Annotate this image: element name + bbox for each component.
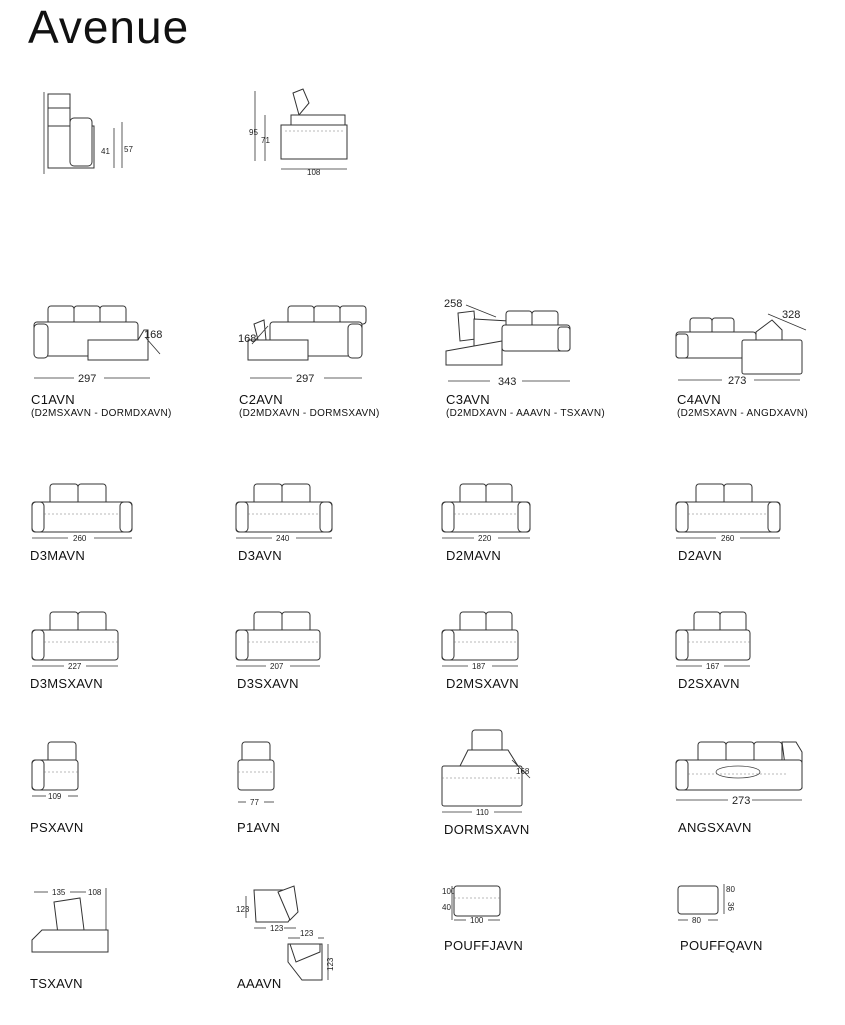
item-code: D3SXAVN	[237, 676, 299, 691]
dim-width: 227	[68, 662, 82, 671]
dim-depth: 80	[726, 885, 735, 894]
sofa-diagram-p1avn: 77	[237, 741, 275, 807]
dim-width: 343	[498, 376, 516, 388]
sofa-diagram-c3avn: 258 343	[444, 298, 571, 388]
dim-width: 167	[706, 662, 720, 671]
sofa-diagram-dormsxavn: 168 110	[441, 729, 531, 817]
dim-width: 110	[476, 808, 489, 817]
dim-width: 297	[296, 373, 314, 385]
dim-width: 273	[732, 795, 750, 807]
sofa-diagram-c4avn: 328 273	[675, 309, 807, 387]
dim-depth: 168	[238, 333, 256, 345]
dim-height: 36	[726, 902, 735, 911]
item-code: D3MSXAVN	[30, 676, 103, 691]
sofa-diagram-d3avn: 240	[235, 483, 333, 543]
side-section-diagram: 95 71 108	[249, 88, 348, 177]
item-code: POUFFJAVN	[444, 938, 524, 953]
item-code: ANGSXAVN	[678, 820, 752, 835]
sofa-diagram-d2mavn: 220	[441, 483, 531, 543]
item-code: AAAVN	[237, 976, 282, 991]
dim-seat-height: 41	[101, 147, 110, 156]
item-code: D2AVN	[678, 548, 722, 563]
dim-width: 220	[478, 534, 492, 543]
dim-width: 260	[721, 534, 735, 543]
dim-width: 100	[470, 916, 484, 925]
dim-depth: 258	[444, 298, 462, 310]
corner-diagram-aaavn: 123 123 123 123	[236, 885, 335, 981]
dim-width: 80	[692, 916, 701, 925]
sofa-diagram-d3msxavn: 227	[31, 611, 119, 671]
item-components: (D2MDXAVN - DORMSXAVN)	[239, 408, 380, 419]
dim-back-height: 71	[261, 136, 270, 145]
sofa-diagram-d2avn: 260	[675, 483, 781, 543]
pouf-diagram-pouffqavn: 80 36 80	[677, 884, 735, 925]
dim-arm-height: 57	[124, 145, 133, 154]
sofa-diagram-angsxavn: 273	[675, 741, 803, 807]
item-code: PSXAVN	[30, 820, 84, 835]
sofa-diagram-c2avn: 168 297	[238, 305, 367, 385]
dim-width-1: 123	[270, 924, 284, 933]
sofa-diagram-tsxavn: 135 108	[31, 888, 109, 953]
item-components: (D2MSXAVN - ANGDXAVN)	[677, 408, 808, 419]
item-code: P1AVN	[237, 820, 281, 835]
item-code: D3AVN	[238, 548, 282, 563]
side-profile-diagram: 41 57	[43, 92, 133, 174]
dim-depth: 168	[144, 329, 162, 341]
sofa-diagram-d3sxavn: 207	[235, 611, 321, 671]
pouf-diagram-pouffjavn: 100 40 100	[442, 885, 501, 925]
dim-width: 77	[250, 798, 259, 807]
sofa-diagram-d2msxavn: 187	[441, 611, 519, 671]
dim-depth: 328	[782, 309, 800, 321]
item-components: (D2MSXAVN - DORMDXAVN)	[31, 408, 172, 419]
item-components: (D2MDXAVN - AAAVN - TSXAVN)	[446, 408, 606, 419]
dim-width: 273	[728, 375, 746, 387]
dim-height: 100	[442, 887, 456, 896]
item-code: D2SXAVN	[678, 676, 740, 691]
dim-depth: 108	[88, 888, 102, 897]
dim-depth-2: 123	[326, 957, 335, 971]
item-code: C4AVN	[677, 392, 721, 407]
item-code: POUFFQAVN	[680, 938, 763, 953]
item-code: C3AVN	[446, 392, 490, 407]
dim-depth: 168	[516, 767, 530, 776]
dim-width: 109	[48, 792, 62, 801]
item-code: C2AVN	[239, 392, 283, 407]
dim-depth-1: 123	[236, 905, 250, 914]
dim-width: 260	[73, 534, 87, 543]
item-code: TSXAVN	[30, 976, 83, 991]
dim-width: 207	[270, 662, 284, 671]
sofa-diagram-psxavn: 109	[31, 741, 79, 801]
dim-width: 135	[52, 888, 66, 897]
dim-width: 187	[472, 662, 486, 671]
page-title: Avenue	[28, 1, 190, 53]
dim-seat: 40	[442, 903, 451, 912]
sofa-diagram-d2sxavn: 167	[675, 611, 751, 671]
item-code: DORMSXAVN	[444, 822, 530, 837]
dim-width-2: 123	[300, 929, 314, 938]
dim-width: 297	[78, 373, 96, 385]
item-code: C1AVN	[31, 392, 75, 407]
item-code: D2MAVN	[446, 548, 502, 563]
sofa-diagram-c1avn: 168 297	[33, 305, 162, 385]
dim-total-height: 95	[249, 128, 258, 137]
item-code: D2MSXAVN	[446, 676, 519, 691]
dim-width: 240	[276, 534, 290, 543]
sofa-diagram-d3mavn: 260	[31, 483, 133, 543]
dim-depth: 108	[307, 168, 321, 177]
item-code: D3MAVN	[30, 548, 86, 563]
